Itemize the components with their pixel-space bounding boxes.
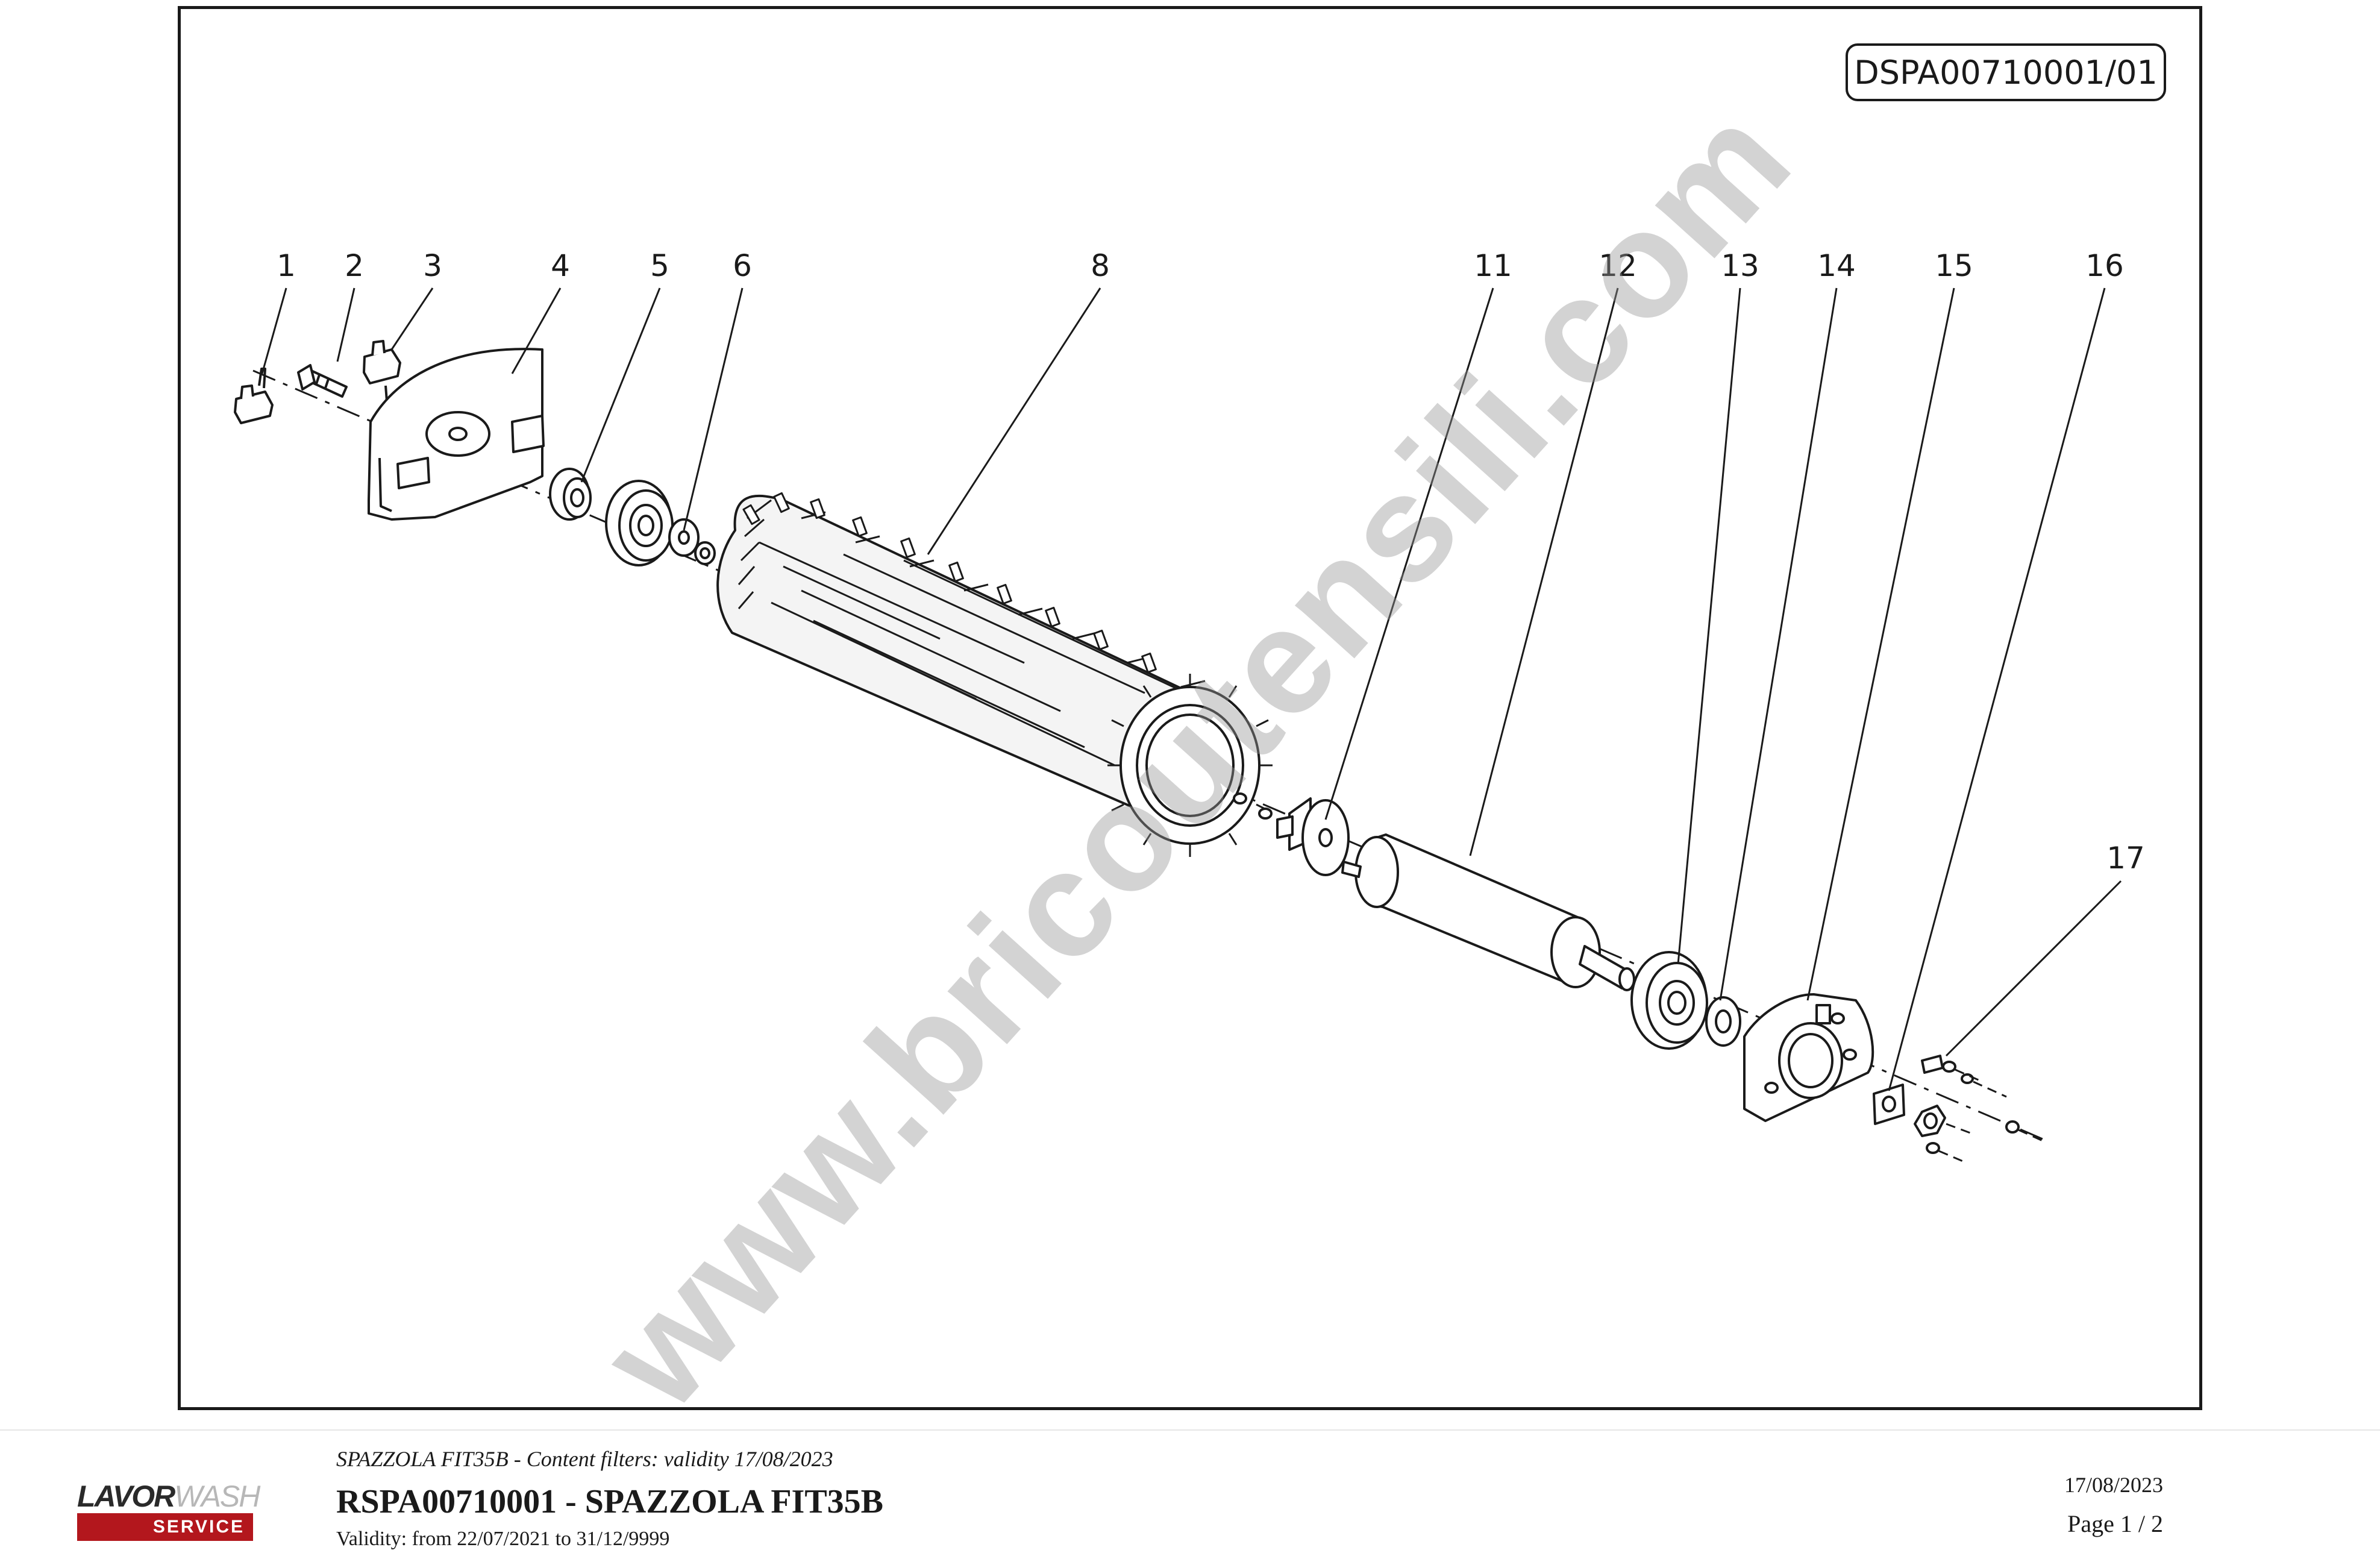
callout-4: 4 (551, 248, 570, 283)
part-14-washer (1705, 996, 1741, 1047)
leader-lines (261, 287, 2122, 1091)
part-5-bearing (605, 480, 674, 566)
footer-page-number: Page 1 / 2 (2067, 1510, 2163, 1537)
part-8-brush-roller (716, 492, 1273, 857)
logo-wash-text: WASH (174, 1479, 260, 1513)
part-5-bushing (549, 468, 592, 521)
part-16-plate (1873, 1084, 1905, 1125)
callout-12: 12 (1599, 248, 1637, 283)
callout-1: 1 (277, 248, 296, 283)
part-8-end-disc (1107, 674, 1273, 857)
callout-2: 2 (345, 248, 364, 283)
callout-3: 3 (423, 248, 442, 283)
part-11-drive-hub (1276, 797, 1350, 876)
callout-11: 11 (1474, 248, 1512, 283)
part-15-flange (1743, 993, 1874, 1122)
footer-divider (0, 1429, 2380, 1431)
footer-title: RSPA00710001 - SPAZZOLA FIT35B (336, 1483, 884, 1520)
footer-validity: Validity: from 22/07/2021 to 31/12/9999 (336, 1528, 670, 1550)
part-13-bearing (1630, 951, 1708, 1050)
small-screw (1233, 792, 1273, 820)
callout-5: 5 (650, 248, 669, 283)
part-6-washer (668, 518, 716, 565)
callout-17: 17 (2106, 841, 2145, 876)
part-12-shaft (1341, 833, 1635, 991)
footer-date: 17/08/2023 (2064, 1473, 2163, 1497)
logo-service-band: SERVICE (77, 1513, 253, 1541)
part-17-fasteners (1914, 1055, 2043, 1163)
callout-13: 13 (1721, 248, 1759, 283)
part-1-clip (234, 368, 274, 424)
callout-6: 6 (733, 248, 752, 283)
part-2-screw (297, 364, 348, 398)
callout-16: 16 (2085, 248, 2124, 283)
callout-14: 14 (1817, 248, 1856, 283)
drawing-frame (178, 6, 2202, 1410)
drawing-code-box: DSPA00710001/01 (1846, 43, 2166, 101)
footer-filter-text: SPAZZOLA FIT35B - Content filters: valid… (336, 1447, 833, 1471)
callout-15: 15 (1935, 248, 1973, 283)
part-4-brush-guard (368, 348, 545, 521)
logo-lavor-text: LAVOR (77, 1479, 175, 1513)
callout-8: 8 (1091, 248, 1110, 283)
